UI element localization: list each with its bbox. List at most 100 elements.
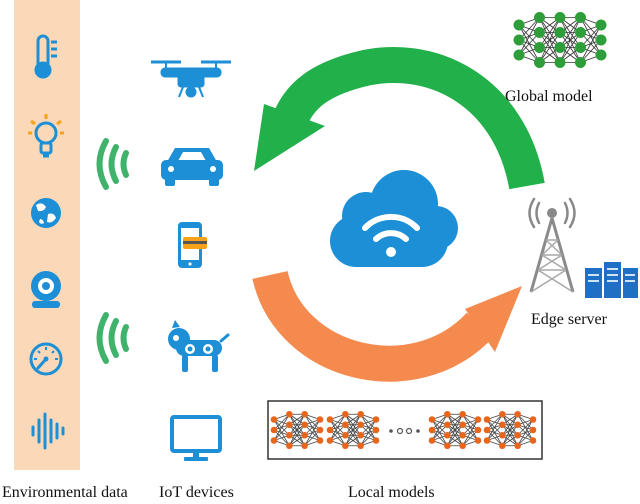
car-icon	[161, 148, 223, 186]
neural-network-icon	[483, 410, 537, 450]
network-edge	[517, 419, 534, 436]
network-node	[534, 57, 545, 68]
network-node	[357, 442, 364, 450]
network-node	[301, 442, 308, 450]
gauge-icon	[29, 342, 63, 376]
network-edge	[502, 414, 518, 436]
network-node	[554, 12, 566, 23]
network-node	[575, 12, 586, 23]
network-node	[575, 42, 586, 53]
network-node	[459, 410, 466, 418]
network-edge	[517, 429, 534, 447]
orange-arrow	[252, 270, 522, 382]
network-edge	[360, 419, 377, 436]
network-node	[513, 19, 525, 31]
network-node	[372, 416, 380, 423]
network-node	[529, 437, 537, 444]
environmental-data-panel	[14, 0, 80, 470]
network-node	[474, 437, 482, 444]
network-edge	[502, 424, 518, 446]
network-node	[483, 426, 491, 434]
webcam-icon	[31, 271, 61, 308]
network-node	[444, 442, 451, 450]
network-node	[270, 416, 278, 423]
network-node	[534, 27, 545, 38]
network-edge	[304, 419, 321, 436]
wireless-signal-icon	[96, 312, 129, 364]
network-node	[514, 410, 521, 418]
network-edge	[559, 17, 581, 48]
network-node	[595, 19, 607, 31]
network-edge	[501, 414, 519, 446]
drone-icon	[151, 60, 231, 98]
network-node	[575, 57, 586, 68]
network-node	[499, 410, 506, 418]
network-edge	[273, 413, 290, 431]
network-edge	[431, 413, 448, 431]
global-model-label: Global model	[505, 88, 593, 105]
network-edge	[447, 414, 463, 436]
robot-dog-icon	[168, 320, 230, 372]
network-edge	[289, 424, 305, 446]
network-node	[444, 410, 451, 418]
server-rack-icon	[585, 262, 638, 298]
network-edge	[486, 413, 503, 431]
monitor-icon	[170, 415, 222, 461]
network-edge	[486, 424, 503, 441]
network-node	[459, 442, 466, 450]
wireless-signal-icon	[96, 138, 129, 190]
network-node	[428, 416, 436, 423]
network-node	[474, 416, 482, 423]
network-edge	[289, 414, 305, 436]
network-node	[357, 421, 364, 429]
neural-network-icon	[270, 410, 324, 450]
network-node	[534, 42, 545, 53]
network-node	[301, 421, 308, 429]
network-edge	[304, 429, 321, 447]
network-edge	[329, 414, 346, 441]
network-edge	[539, 17, 561, 63]
network-edge	[360, 429, 377, 447]
network-edge	[273, 414, 290, 441]
network-node	[514, 442, 521, 450]
network-node	[459, 431, 466, 439]
network-node	[316, 437, 324, 444]
network-node	[514, 421, 521, 429]
network-node	[286, 442, 293, 450]
network-node	[342, 431, 349, 439]
network-node	[534, 12, 545, 23]
network-edge	[462, 429, 479, 447]
network-node	[270, 437, 278, 444]
network-edge	[462, 419, 479, 436]
local-models-box	[267, 400, 543, 460]
neural-network-icon	[513, 12, 607, 68]
global-model-network	[513, 12, 607, 68]
network-node	[483, 437, 491, 444]
network-node	[514, 431, 521, 439]
network-node	[357, 410, 364, 418]
network-edge	[329, 424, 346, 441]
local-models-label: Local models	[348, 484, 435, 501]
network-node	[342, 421, 349, 429]
network-node	[316, 416, 324, 423]
neural-network-icon	[326, 410, 380, 450]
network-edge	[539, 17, 561, 48]
network-node	[499, 421, 506, 429]
iot-devices-label: IoT devices	[159, 484, 234, 501]
network-edge	[345, 414, 361, 436]
network-node	[342, 442, 349, 450]
network-node	[575, 27, 586, 38]
smartphone-icon	[178, 222, 207, 268]
network-node	[326, 437, 334, 444]
network-node	[554, 57, 566, 68]
network-node	[326, 426, 334, 434]
edge-server-label: Edge server	[531, 311, 607, 328]
network-node	[595, 34, 607, 46]
network-node	[316, 426, 324, 434]
network-node	[270, 426, 278, 434]
network-edge	[446, 414, 464, 446]
light-bulb-icon	[28, 114, 64, 158]
network-node	[499, 442, 506, 450]
network-node	[499, 431, 506, 439]
